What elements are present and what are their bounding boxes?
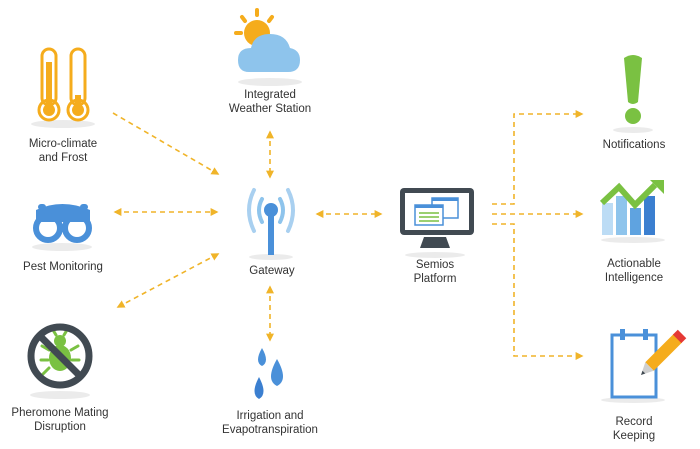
- edge-platform-notifications: [492, 110, 584, 205]
- antenna-icon: [247, 188, 295, 260]
- monitor-icon: [400, 188, 474, 258]
- edge-pheromone-gateway: [116, 253, 220, 308]
- node-label-notifications: Notifications: [602, 139, 666, 151]
- node-label-semios-platform: Semios Platform: [413, 259, 457, 285]
- node-label-pest-monitoring: Pest Monitoring: [23, 261, 103, 273]
- binoculars-icon: [32, 204, 92, 251]
- edge-platform-records: [492, 223, 584, 360]
- node-label-pheromone: Pheromone Mating Disruption: [11, 407, 109, 433]
- node-label-weather-station: Integrated Weather Station: [228, 89, 312, 115]
- no-bug-icon: [27, 323, 93, 399]
- thermometers-icon: [31, 47, 95, 128]
- node-label-gateway: Gateway: [249, 265, 295, 277]
- chart-up-icon: [599, 180, 665, 243]
- exclamation-icon: [613, 55, 653, 133]
- node-label-actionable-intelligence: Actionable Intelligence: [604, 258, 664, 284]
- edge-micro-climate-gateway: [112, 112, 220, 175]
- water-drops-icon: [254, 348, 283, 399]
- edges: [112, 110, 584, 360]
- node-label-micro-climate: Micro-climate and Frost: [28, 138, 98, 164]
- node-label-record-keeping: Record Keeping: [612, 416, 656, 442]
- sun-cloud-icon: [234, 8, 302, 86]
- node-label-irrigation: Irrigation and Evapotranspiration: [222, 410, 318, 436]
- notepad-pencil-icon: [601, 329, 687, 403]
